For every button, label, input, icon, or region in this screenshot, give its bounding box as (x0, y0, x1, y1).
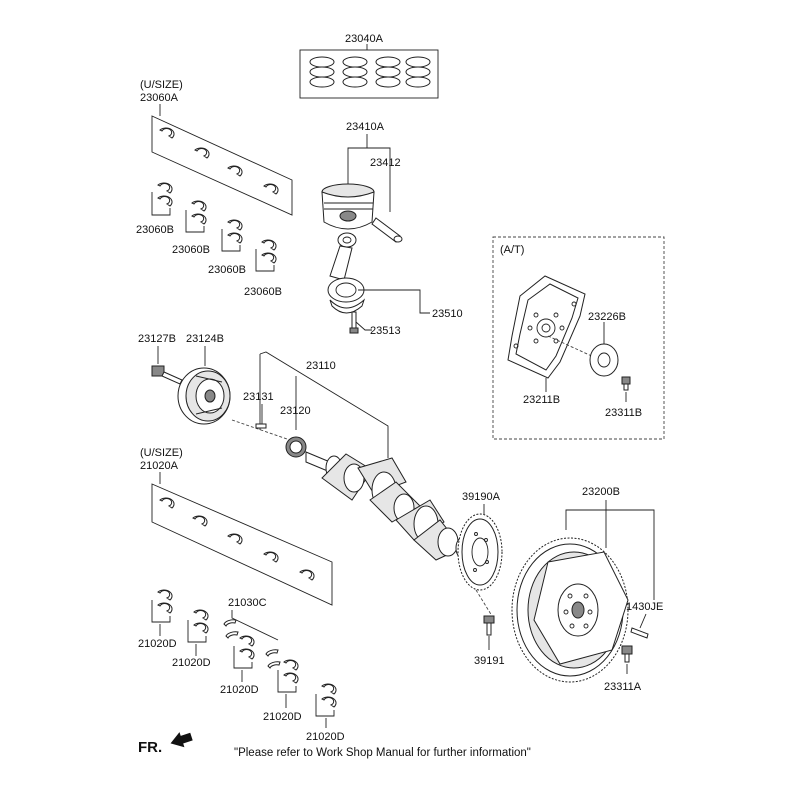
piston-ring-set[interactable] (299, 44, 439, 99)
crankshaft-sensor-wheel[interactable] (457, 513, 503, 591)
label-23226B: 23226B (588, 311, 626, 323)
label-23060B-3: 23060B (208, 264, 246, 276)
crankshaft-pulley-bolt[interactable] (151, 365, 183, 385)
label-23060B-2: 23060B (172, 244, 210, 256)
piston-pin[interactable] (371, 217, 403, 243)
flywheel-bolt[interactable] (621, 645, 633, 663)
flywheel[interactable] (511, 537, 629, 683)
label-23060B-1: 23060B (136, 224, 174, 236)
label-21030C: 21030C (228, 597, 267, 609)
connecting-rod-bolt[interactable] (349, 311, 359, 334)
front-direction-arrow-icon (170, 732, 193, 748)
label-23311B: 23311B (605, 407, 642, 419)
main-bearing-lower-d-1[interactable] (151, 589, 173, 623)
label-21020D-3: 21020D (220, 684, 259, 696)
label-23311A: 23311A (604, 681, 642, 693)
connecting-rod[interactable] (327, 232, 366, 314)
crankshaft[interactable] (305, 451, 469, 561)
label-23124B: 23124B (186, 333, 224, 345)
front-oil-seal[interactable] (285, 436, 307, 458)
label-39190A: 39190A (462, 491, 501, 503)
drive-plate-adapter[interactable] (589, 343, 619, 377)
label-21020D-4: 21020D (263, 711, 302, 723)
main-bearing-lower-2[interactable] (185, 200, 207, 233)
label-23127B: 23127B (138, 333, 176, 345)
label-39191: 39191 (474, 655, 505, 667)
damper-pulley[interactable] (177, 367, 231, 425)
label-21020D-1: 21020D (138, 638, 177, 650)
main-bearing-lower-d-2[interactable] (187, 609, 209, 643)
label-23410A: 23410A (346, 121, 385, 133)
main-bearing-lower-d-3[interactable] (233, 635, 255, 669)
label-1430JE: 1430JE (626, 601, 663, 613)
front-direction-label: FR. (138, 739, 162, 756)
label-21020A: 21020A (140, 460, 179, 472)
drive-plate[interactable] (507, 275, 586, 379)
label-usize-top: (U/SIZE) (140, 79, 183, 91)
sensor-wheel-bolt[interactable] (483, 615, 495, 636)
flywheel-dowel-pin[interactable] (630, 627, 649, 639)
label-23120: 23120 (280, 405, 311, 417)
main-bearing-lower-1[interactable] (151, 182, 173, 216)
label-23412: 23412 (370, 157, 401, 169)
main-bearing-lower-4[interactable] (255, 239, 277, 272)
label-23211B: 23211B (523, 394, 560, 406)
label-23060A: 23060A (140, 92, 179, 104)
label-at: (A/T) (500, 244, 524, 256)
drive-plate-bolt[interactable] (621, 376, 631, 391)
label-23110: 23110 (306, 360, 336, 372)
thrust-bearing[interactable] (223, 619, 281, 669)
label-23131: 23131 (243, 391, 274, 403)
main-bearing-lower-d-5[interactable] (315, 683, 337, 717)
crankshaft-key[interactable] (255, 423, 267, 429)
piston[interactable] (321, 183, 375, 230)
main-bearing-set-upper[interactable] (151, 115, 293, 216)
main-bearing-set-lower[interactable] (151, 483, 333, 606)
workshop-manual-note: "Please refer to Work Shop Manual for fu… (234, 747, 531, 759)
label-21020D-2: 21020D (172, 657, 211, 669)
label-21020D-5: 21020D (306, 731, 345, 743)
label-23060B-4: 23060B (244, 286, 282, 298)
label-23510: 23510 (432, 308, 463, 320)
label-23040A: 23040A (345, 33, 384, 45)
label-usize-bottom: (U/SIZE) (140, 447, 183, 459)
main-bearing-lower-d-4[interactable] (277, 659, 299, 693)
label-23513: 23513 (370, 325, 401, 337)
label-23200B: 23200B (582, 486, 620, 498)
main-bearing-lower-3[interactable] (221, 219, 243, 252)
